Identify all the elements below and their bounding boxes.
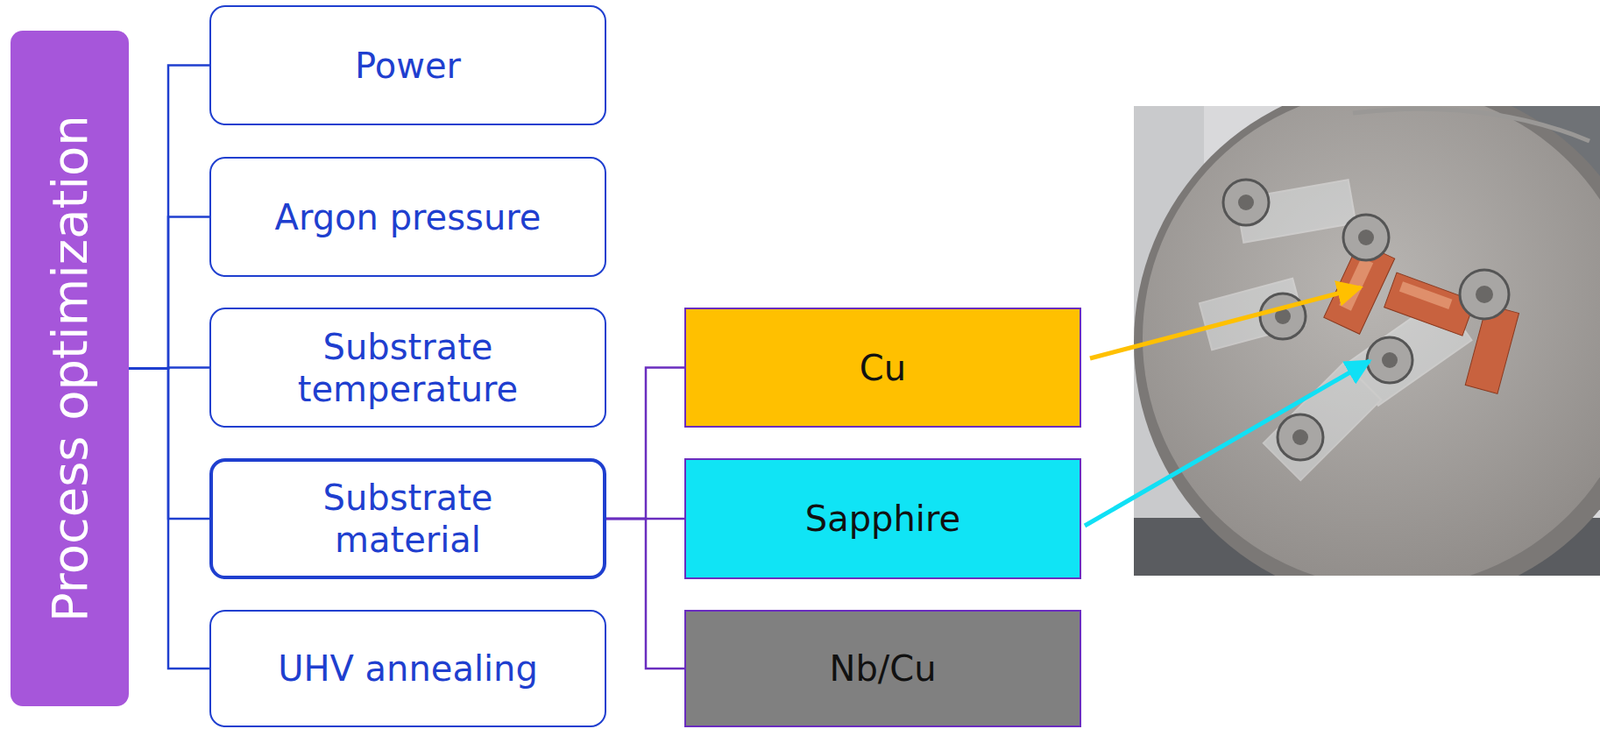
parameter-box: UHV annealing <box>209 609 607 728</box>
material-box: Sapphire <box>684 458 1082 580</box>
box-label: UHV annealing <box>277 647 539 690</box>
box-label: Substrate temperature <box>246 325 570 411</box>
tree-connector <box>128 217 210 369</box>
material-box: Cu <box>684 307 1082 428</box>
parameter-box: Argon pressure <box>209 156 607 277</box>
box-label: Cu <box>859 346 907 390</box>
leader-line <box>1090 287 1361 359</box>
category-band: Process optimization <box>10 30 129 707</box>
leader-line <box>1084 361 1370 526</box>
box-label: Power <box>354 44 461 87</box>
box-label: Sapphire <box>805 497 961 540</box>
tree-connector <box>128 368 210 670</box>
tree-connector <box>606 368 685 520</box>
box-label: Substrate material <box>247 476 568 561</box>
box-label: Nb/Cu <box>828 647 936 690</box>
tree-connector <box>128 65 210 369</box>
parameter-box: Power <box>209 5 607 126</box>
box-label: Argon pressure <box>275 196 542 239</box>
band-title: Process optimization <box>40 114 100 623</box>
sample-holder-photo <box>1133 106 1600 576</box>
tree-connector <box>606 518 685 669</box>
parameter-box: Substrate material <box>209 458 607 580</box>
parameter-box: Substrate temperature <box>209 307 607 428</box>
material-box: Nb/Cu <box>684 609 1082 728</box>
